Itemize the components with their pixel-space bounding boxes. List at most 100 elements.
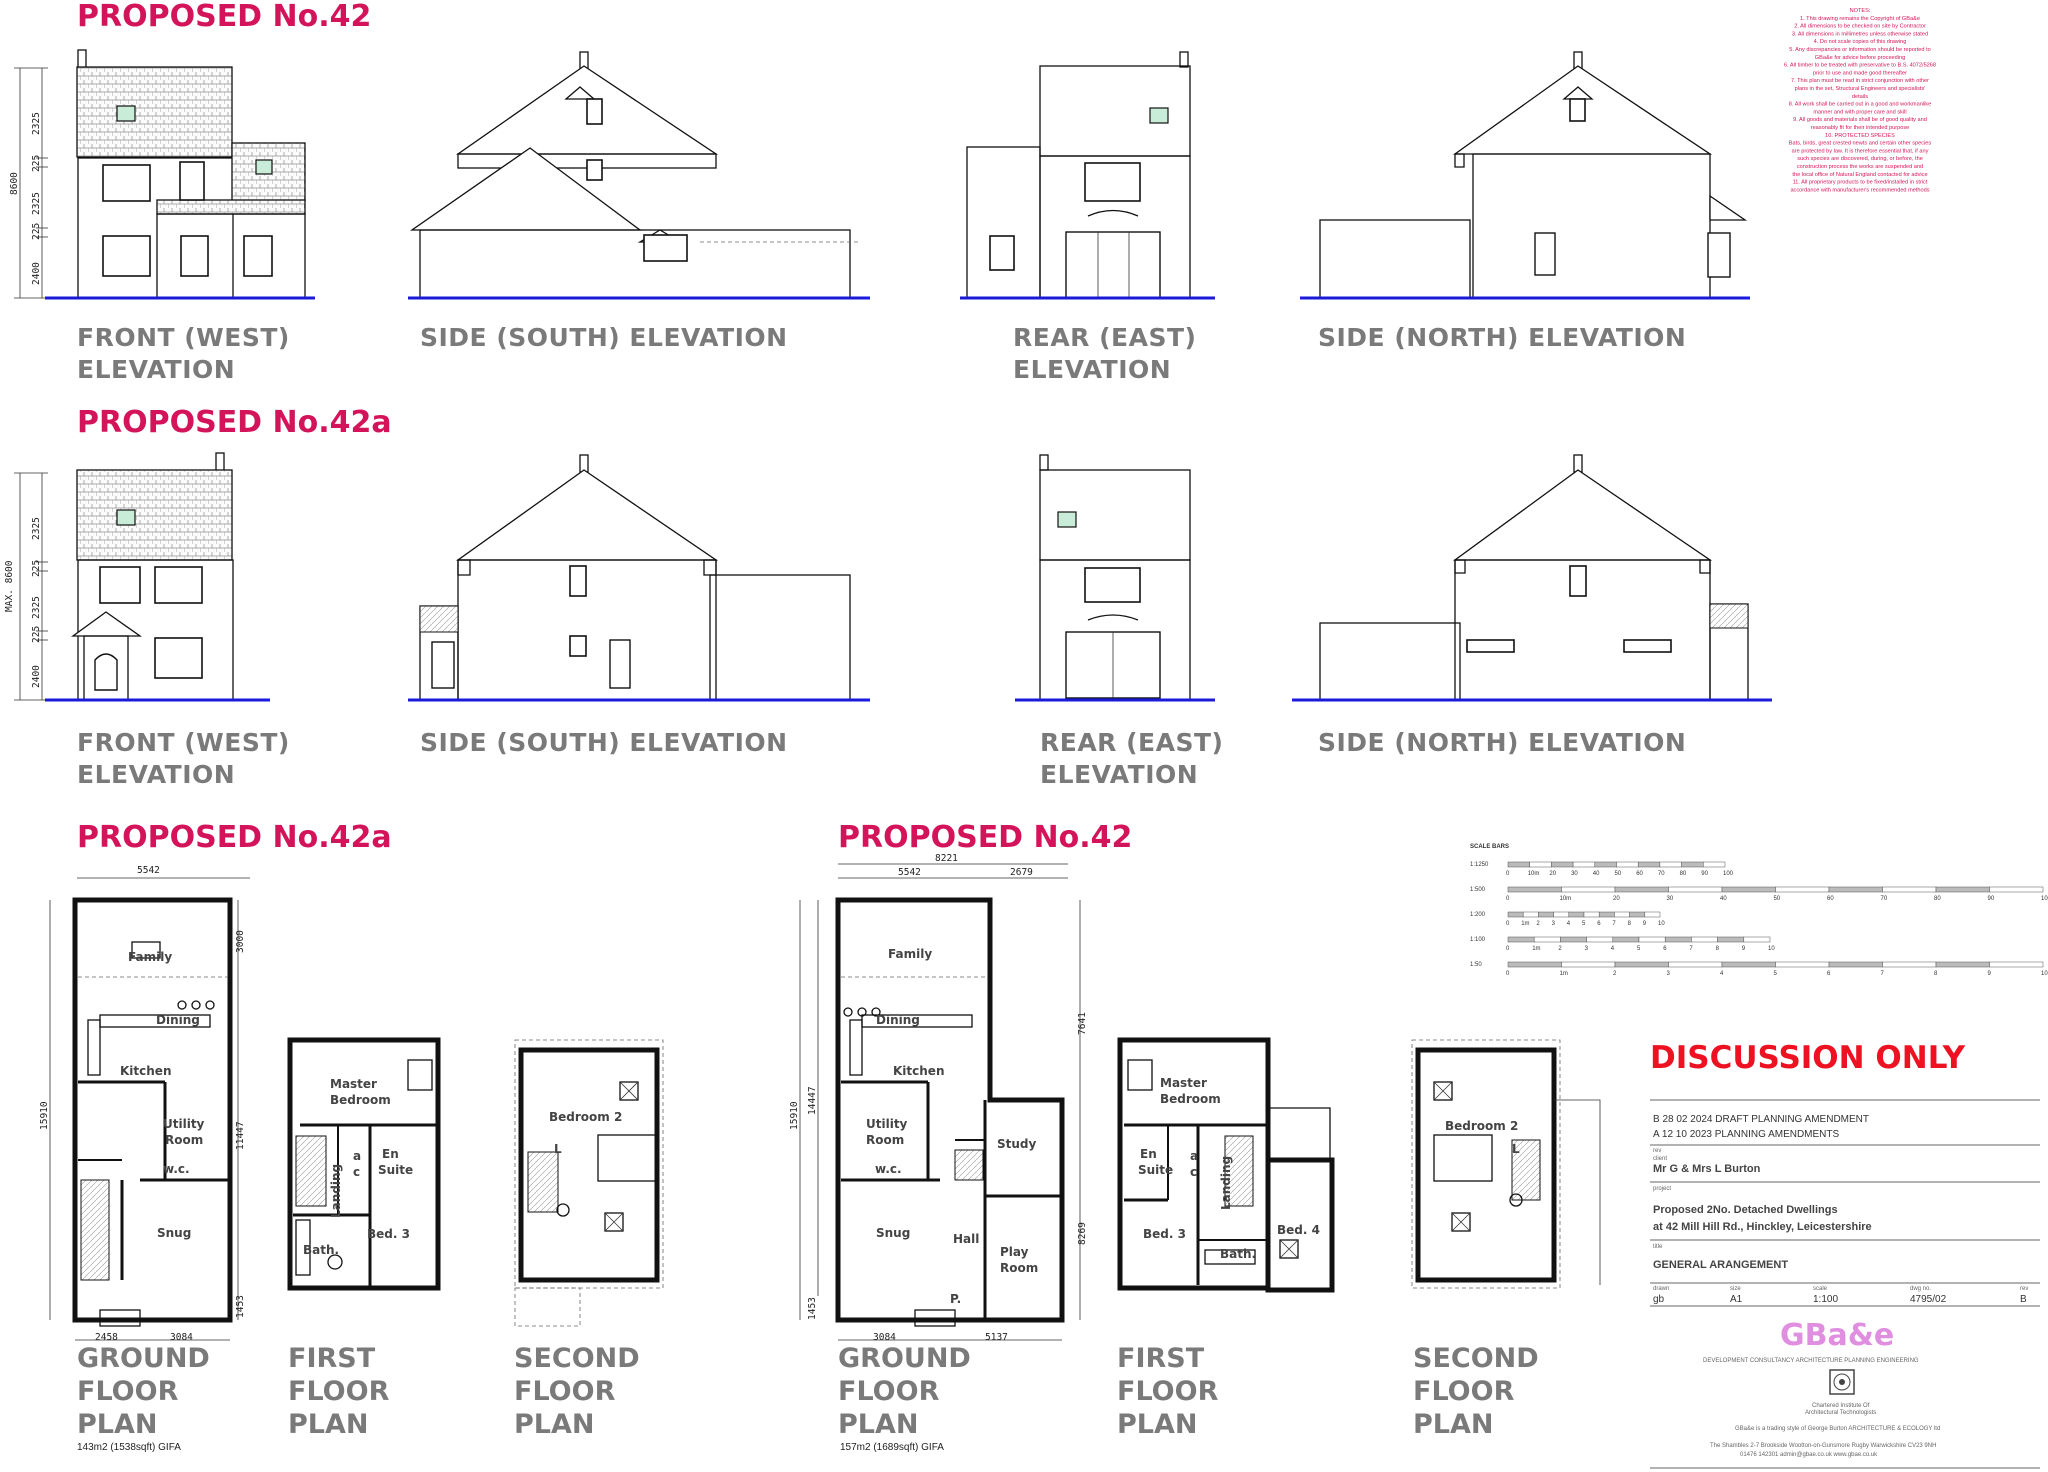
scale-tick-label: 2 <box>1536 921 1540 927</box>
row2-height-dimensions: MAX. 8600 2325 225 2325 225 2400 <box>4 472 48 701</box>
room-dining: Dining <box>876 1013 920 1027</box>
scale-segment <box>1629 911 1646 918</box>
scale-tick-label: 8 <box>1716 946 1720 952</box>
institute-line-1: Chartered Institute Of <box>1812 1403 1870 1409</box>
section-title-plans-42: PROPOSED No.42 <box>838 820 1132 855</box>
note-line: 7. This plan must be read in strict conj… <box>1791 78 1929 84</box>
label-ground-a-1: GROUND <box>77 1343 210 1374</box>
room-ensuite: En <box>1140 1147 1157 1161</box>
dim-right-bot: 8269 <box>1077 1222 1088 1245</box>
front-elevation-42 <box>76 49 306 299</box>
dim-total-width: 8221 <box>935 853 958 864</box>
scale-segment <box>1572 861 1596 868</box>
scale-tick-label: 50 <box>1615 871 1622 877</box>
scale-segment <box>1882 961 1937 968</box>
scale-segment <box>1882 886 1937 893</box>
dim-h4: 225 <box>31 223 42 240</box>
scale-segment <box>1583 911 1600 918</box>
scale-segment <box>1586 936 1614 943</box>
rear-elevation-42a <box>1039 454 1191 701</box>
scale-tick-label: 30 <box>1571 871 1578 877</box>
dim-h1: 2325 <box>31 112 42 135</box>
ground-floor-plan-42: 8221 5542 2679 15910 14447 1453 7641 826… <box>789 853 1088 1343</box>
label-second-b-2: FLOOR <box>1413 1376 1515 1407</box>
room-landing: Landing <box>329 1164 343 1218</box>
note-line: 4. Do not scale copies of this drawing <box>1814 39 1907 45</box>
note-line: NOTES: <box>1850 8 1871 14</box>
scale-tick-label: 30 <box>1667 896 1674 902</box>
scale-tick-label: 0 <box>1506 871 1510 877</box>
scale-segment <box>1614 886 1669 893</box>
scale-segment <box>1637 861 1661 868</box>
dim-h5: 2400 <box>31 262 42 285</box>
scale-tick-label: 40 <box>1593 871 1600 877</box>
section-title-proposed-42a: PROPOSED No.42a <box>77 405 392 440</box>
note-line: reasonably fit for their intended purpos… <box>1811 125 1910 131</box>
note-line: 8. All work shall be carried out in a go… <box>1789 102 1931 108</box>
label-side-north-2: SIDE (NORTH) ELEVATION <box>1318 728 1686 757</box>
scale-segment <box>1551 861 1574 868</box>
scale-tick-label: 60 <box>1636 871 1643 877</box>
label-first-a-3: PLAN <box>288 1409 369 1440</box>
scale-segment <box>1828 961 1883 968</box>
scale-segment <box>1691 936 1718 943</box>
scale-segment <box>1664 936 1692 943</box>
discussion-only-stamp: DISCUSSION ONLY <box>1650 1040 1966 1076</box>
ground-floor-plan-42a: 5542 15910 3000 11447 1453 Family Dining… <box>39 865 250 1343</box>
scale-tick-label: 60 <box>1827 896 1834 902</box>
room-ensuite-2: Suite <box>378 1163 413 1177</box>
scale-segment <box>1681 861 1704 868</box>
scale-tick-label: 6 <box>1663 946 1667 952</box>
room-bedroom2: Bedroom 2 <box>1445 1119 1518 1133</box>
field-label: drawn <box>1653 1286 1669 1292</box>
scale-segment <box>1507 886 1562 893</box>
cupboard-a: a <box>1190 1149 1198 1163</box>
scale-segment <box>1828 886 1883 893</box>
scale-tick-label: 80 <box>1934 896 1941 902</box>
note-line: 6. All timber to be treated with preserv… <box>1784 63 1936 69</box>
label-side-north-1: SIDE (NORTH) ELEVATION <box>1318 323 1686 352</box>
scale-tick-label: 1m <box>1521 921 1529 927</box>
room-master: Master <box>1160 1076 1207 1090</box>
dim-width-right: 2679 <box>1010 867 1033 878</box>
label-first-b-1: FIRST <box>1117 1343 1205 1374</box>
label-first-a-2: FLOOR <box>288 1376 390 1407</box>
field-value: 1:100 <box>1813 1294 1838 1305</box>
rear-elevation-42 <box>966 51 1191 299</box>
dim-depth: 15910 <box>39 1101 50 1130</box>
note-line: 10. PROTECTED SPECIES <box>1825 133 1895 139</box>
note-line: such species are discovered, during, or … <box>1797 156 1923 162</box>
scale-segment <box>1568 911 1585 918</box>
room-bedroom2: Bedroom 2 <box>549 1110 622 1124</box>
note-line: accordance with manufacturer's recommend… <box>1790 187 1929 193</box>
scale-label: 1:100 <box>1470 937 1486 943</box>
general-notes: NOTES: 1. This drawing remains the Copyri… <box>1784 8 1936 193</box>
section-title-plans-42a: PROPOSED No.42a <box>77 820 392 855</box>
client-label: client <box>1653 1156 1667 1162</box>
room-bed3: Bed. 3 <box>367 1227 410 1241</box>
scale-segment <box>1703 861 1726 868</box>
dim-width-left: 5542 <box>898 867 921 878</box>
scale-tick-label: 10m <box>1528 871 1540 877</box>
dim-bottom-right: 5137 <box>985 1332 1008 1343</box>
dim-bottom-left: 2458 <box>95 1332 118 1343</box>
side-south-elevation-42 <box>409 51 860 299</box>
company-logo: GBa&e <box>1780 1318 1894 1353</box>
scale-segment <box>1989 961 2044 968</box>
scale-tick-label: 2 <box>1613 971 1617 977</box>
scale-segment <box>1612 936 1640 943</box>
label-rear-elevation-1: REAR (EAST) <box>1013 323 1196 352</box>
label-front-elevation-2: FRONT (WEST) <box>77 728 290 757</box>
scale-tick-label: 10m <box>1560 896 1572 902</box>
company-tagline: DEVELOPMENT CONSULTANCY ARCHITECTURE PLA… <box>1703 1358 1919 1364</box>
scale-tick-label: 4 <box>1611 946 1615 952</box>
room-snug: Snug <box>876 1226 910 1240</box>
project-line-2: at 42 Mill Hill Rd., Hinckley, Leicester… <box>1653 1221 1872 1233</box>
room-kitchen: Kitchen <box>893 1064 945 1078</box>
room-master: Master <box>330 1077 377 1091</box>
scale-segment <box>1935 886 1990 893</box>
client-name: Mr G & Mrs L Burton <box>1653 1163 1761 1175</box>
label-second-a-1: SECOND <box>514 1343 640 1374</box>
note-line: 1. This drawing remains the Copyright of… <box>1800 16 1920 22</box>
